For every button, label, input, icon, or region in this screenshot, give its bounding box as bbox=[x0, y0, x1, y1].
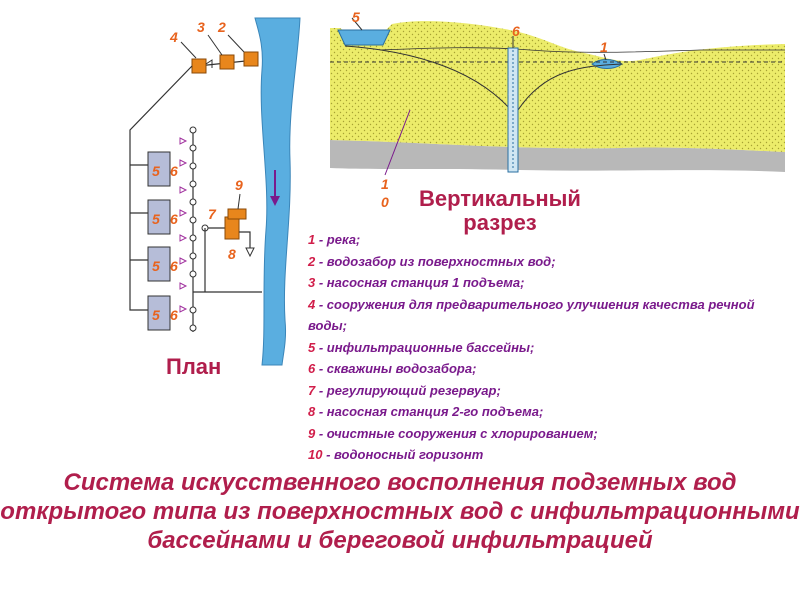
legend-item-7: 7 - регулирующий резервуар; bbox=[308, 382, 501, 398]
plan-view: 4 3 2 5 5 5 5 6 6 6 6 bbox=[129, 17, 301, 366]
legend-item-8: 8 - насосная станция 2-го подъема; bbox=[308, 404, 544, 419]
pretreatment-block bbox=[191, 58, 207, 74]
soil-layer bbox=[330, 21, 785, 152]
basin-3 bbox=[147, 246, 171, 282]
label-wells-1: 6 bbox=[170, 163, 178, 179]
reservoir-group bbox=[201, 208, 255, 292]
label-aquifer-digit-0: 0 bbox=[381, 194, 389, 210]
main-title: Система искусственного восполнения подзе… bbox=[0, 469, 800, 554]
bedrock-layer bbox=[330, 140, 785, 172]
basin-1 bbox=[147, 151, 171, 187]
label-wells-3: 6 bbox=[170, 258, 178, 274]
river-flow-arrow bbox=[270, 170, 280, 206]
label-section-basin: 5 bbox=[352, 9, 360, 25]
legend-item-5: 5 - инфильтрационные бассейны; bbox=[308, 339, 535, 355]
label-aquifer-digit-1: 1 bbox=[381, 176, 389, 192]
flow-arrows-wells bbox=[179, 137, 188, 313]
water-table-lines bbox=[330, 45, 785, 111]
legend: 1 - река; 2 - водозабор из поверхностных… bbox=[308, 229, 788, 466]
legend-item-1: 1 - река; bbox=[308, 232, 361, 247]
legend-item-10: 10 - водоносный горизонт bbox=[308, 447, 484, 462]
well-markers bbox=[189, 126, 197, 332]
section-title: Вертикальный разрез bbox=[419, 186, 581, 235]
intake-block bbox=[243, 51, 259, 67]
label-wells-4: 6 bbox=[170, 307, 178, 323]
label-wells-2: 6 bbox=[170, 211, 178, 227]
river-plan bbox=[254, 17, 301, 366]
label-pretreatment: 4 bbox=[169, 29, 178, 45]
intake-chain bbox=[180, 34, 259, 74]
label-basin-4: 5 bbox=[152, 307, 160, 323]
label-basin-1: 5 bbox=[152, 163, 160, 179]
legend-item-3: 3 - насосная станция 1 подъема; bbox=[308, 275, 525, 290]
label-pump-station-2: 8 bbox=[228, 246, 236, 262]
label-reservoir: 7 bbox=[208, 206, 217, 222]
legend-item-6: 6 - скважины водозабора; bbox=[308, 361, 477, 376]
legend-item-2: 2 - водозабор из поверхностных вод; bbox=[308, 253, 556, 269]
vertical-section bbox=[330, 17, 785, 176]
label-pump-station-1: 3 bbox=[197, 19, 205, 35]
legend-item-4: 4 - сооружения для предварительного улуч… bbox=[308, 296, 755, 334]
legend-item-9: 9 - очистные сооружения с хлорированием; bbox=[308, 425, 598, 441]
label-section-well: 6 bbox=[512, 23, 520, 39]
label-basin-3: 5 bbox=[152, 258, 160, 274]
pump-station-1-block bbox=[219, 54, 235, 70]
label-basin-2: 5 bbox=[152, 211, 160, 227]
label-intake: 2 bbox=[217, 19, 226, 35]
basin-2 bbox=[147, 199, 171, 235]
label-treatment: 9 bbox=[235, 177, 243, 193]
reservoir-block bbox=[224, 216, 240, 240]
plan-title: План bbox=[166, 354, 222, 379]
treatment-block bbox=[227, 208, 247, 220]
infiltration-basins bbox=[147, 151, 171, 331]
section-basin bbox=[337, 29, 391, 46]
basin-4 bbox=[147, 295, 171, 331]
label-section-river: 1 bbox=[600, 39, 608, 55]
supply-pipe bbox=[129, 65, 193, 311]
